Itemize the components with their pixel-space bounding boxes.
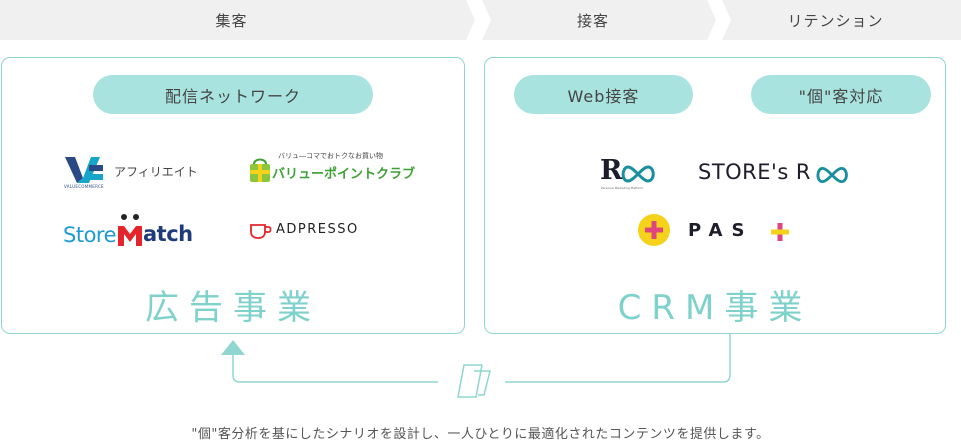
stores-roo-text: STORE's R	[698, 160, 812, 184]
distribution-network-pill: 配信ネットワーク	[93, 75, 373, 114]
valuecommerce-mark-icon	[65, 157, 103, 183]
storematch-logo: Store atch	[63, 210, 208, 248]
storematch-m-face-icon	[118, 214, 142, 246]
roo-logo: R Personal Marketing Platform	[600, 155, 660, 191]
web-engagement-pill: Web接客	[514, 75, 693, 114]
pas-label: PAS	[688, 220, 754, 241]
step-acquisition: 集客	[0, 0, 475, 40]
plus-icon	[771, 223, 789, 241]
valuepoint-tagline: バリュ―コマでおトクなお買い物	[278, 152, 383, 160]
stores-roo-logo: STORE's R	[698, 158, 858, 190]
valuepoint-club-label: バリューポイントクラブ	[272, 167, 416, 182]
adpresso-cup-icon	[250, 224, 272, 239]
roo-subtitle: Personal Marketing Platform	[601, 186, 644, 190]
valuecommerce-logo: VALUECOMMERCE アフィリエイト	[64, 156, 224, 190]
roo-letter: R	[600, 155, 623, 186]
caption: "個"客分析を基にしたシナリオを設計し、一人ひとりに最適化されたコンテンツを提供…	[191, 427, 770, 442]
document-icon	[457, 364, 491, 398]
step-label: 集客	[215, 11, 248, 30]
step-engagement: 接客	[482, 0, 716, 40]
valuecommerce-mark-text: VALUECOMMERCE	[64, 184, 104, 189]
shopping-bag-icon	[250, 158, 270, 182]
storematch-text-store: Store	[63, 223, 117, 247]
step-label: 接客	[576, 11, 609, 30]
pas-logo: PAS	[637, 213, 797, 249]
adpresso-label: ADPRESSO	[276, 222, 359, 237]
infinity-icon	[816, 166, 848, 184]
individual-customer-pill: "個"客対応	[751, 75, 931, 114]
infinity-icon	[621, 165, 655, 183]
adpresso-logo: ADPRESSO	[250, 220, 402, 242]
valuepoint-club-logo: バリュ―コマでおトクなお買い物 バリューポイントクラブ	[248, 150, 415, 190]
affiliate-label: アフィリエイト	[114, 165, 198, 179]
ad-business-title: 広告事業	[145, 288, 321, 328]
crm-business-title: CRM事業	[617, 288, 813, 328]
plus-circle-icon	[638, 214, 670, 246]
storematch-text-atch: atch	[143, 222, 193, 246]
step-label: リテンション	[787, 11, 884, 30]
step-retention: リテンション	[722, 0, 961, 40]
